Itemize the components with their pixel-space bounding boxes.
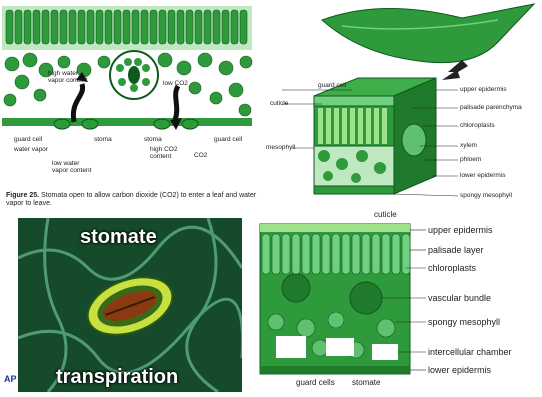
leaf-block-diagram: guard cell cuticle mesophyll upper epide… [262, 0, 542, 210]
corner-text: AP [4, 374, 17, 384]
stomata-cross-section [0, 0, 262, 190]
label-chloroplasts: chloroplasts [460, 122, 495, 129]
label-guard-cells: guard cells [296, 378, 335, 387]
label-spongy-mesophyll: spongy mesophyll [460, 192, 512, 199]
label-xylem: xylem [460, 142, 477, 149]
label-co2: CO2 [194, 152, 207, 159]
figure-caption-prefix: Figure 25. [6, 192, 39, 199]
label-mesophyll: mesophyll [266, 144, 295, 151]
label-stomate: stomate [352, 378, 380, 387]
label-high-co2: high CO2 content [150, 146, 186, 160]
stomata-diagram: high water vapor content low CO2 guard c… [0, 0, 262, 215]
label-intercellular-chamber: intercellular chamber [428, 347, 512, 357]
stomate-photo: stomate transpiration [18, 218, 242, 392]
label-lower-epidermis: lower epidermis [460, 172, 506, 179]
label-high-water-vapor: high water vapor content [48, 70, 96, 84]
label-palisade-parenchyma: palisade parenchyma [460, 104, 522, 111]
label-low-co2: low CO2 [163, 80, 188, 87]
label-guard-cell-left: guard cell [14, 136, 42, 143]
label-cuticle-d: cuticle [374, 210, 397, 219]
label-guard-cell-right: guard cell [214, 136, 242, 143]
label-cuticle: cuticle [270, 100, 288, 107]
label-spongy-mesophyll-d: spongy mesophyll [428, 317, 500, 327]
label-vascular-bundle: vascular bundle [428, 293, 491, 303]
photo-subtitle: transpiration [56, 366, 178, 389]
label-low-water-vapor: low water vapor content [52, 160, 94, 174]
leaf-cross-section: cuticle upper epidermis palisade layer c… [256, 210, 542, 392]
label-stoma-left: stoma [94, 136, 112, 143]
leaf-cross-section-illustration [256, 210, 542, 392]
label-water-vapor: water vapor [14, 146, 48, 153]
label-guard-cell: guard cell [318, 82, 346, 89]
label-phloem: phloem [460, 156, 481, 163]
label-upper-epidermis-d: upper epidermis [428, 225, 493, 235]
label-palisade-layer: palisade layer [428, 245, 484, 255]
figure-caption-text: Stomata open to allow carbon dioxide (CO… [6, 192, 256, 207]
label-upper-epidermis: upper epidermis [460, 86, 507, 93]
label-lower-epidermis-d: lower epidermis [428, 365, 491, 375]
figure-caption: Figure 25. Stomata open to allow carbon … [6, 192, 258, 208]
photo-title: stomate [80, 226, 157, 249]
label-stoma-right: stoma [144, 136, 162, 143]
label-chloroplasts-d: chloroplasts [428, 263, 476, 273]
